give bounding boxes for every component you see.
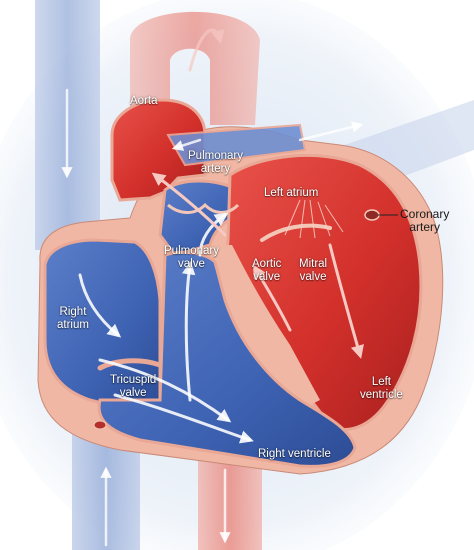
label-pulmonary-valve-line1: Pulmonary	[164, 245, 219, 257]
label-right-atrium-line1: Right	[59, 306, 87, 318]
label-pulmonary-valve: Pulmonary valve	[164, 245, 219, 271]
label-aorta-text: Aorta	[130, 95, 158, 107]
tricuspid-valve-leaflets	[97, 358, 163, 371]
label-pulmonary-artery: Pulmonary artery	[188, 150, 243, 176]
label-right-atrium: Right atrium	[57, 306, 89, 332]
coronary-artery-dot	[364, 209, 380, 221]
label-tricuspid-valve-line2: valve	[119, 387, 147, 399]
label-aortic-valve-line1: Aortic	[252, 258, 282, 270]
label-tricuspid-valve: Tricuspid valve	[110, 374, 156, 400]
label-mitral-valve: Mitral valve	[299, 258, 327, 284]
label-aortic-valve-line2: valve	[253, 271, 281, 283]
label-aortic-valve: Aortic valve	[252, 258, 281, 284]
label-left-atrium-text: Left atrium	[264, 187, 319, 199]
label-left-ventricle-line1: Left	[371, 376, 391, 388]
label-pulmonary-valve-line2: valve	[178, 258, 205, 270]
right-ventricle-chamber	[97, 250, 357, 468]
label-left-ventricle-line2: ventricle	[360, 389, 403, 401]
label-pulmonary-artery-line2: artery	[200, 163, 231, 175]
aortic-arch	[130, 11, 260, 125]
label-left-atrium: Left atrium	[264, 187, 318, 200]
label-tricuspid-valve-line1: Tricuspid	[110, 374, 157, 386]
descending-aorta	[198, 440, 262, 550]
label-coronary-artery: Coronary artery	[400, 208, 449, 234]
label-right-ventricle: Right ventricle	[258, 448, 331, 461]
oxygenated-flow-arrows	[151, 28, 364, 359]
label-right-atrium-line2: atrium	[57, 319, 89, 331]
label-coronary-artery-line2: artery	[409, 220, 441, 234]
aorta-chamber	[110, 98, 207, 202]
label-coronary-artery-line1: Coronary	[400, 207, 450, 221]
label-mitral-valve-line2: valve	[299, 271, 327, 283]
deoxygenated-flow-arrows	[78, 212, 254, 444]
label-pulmonary-artery-line1: Pulmonary	[188, 150, 243, 162]
label-left-ventricle: Left ventricle	[360, 376, 403, 402]
mitral-valve-leaflets	[260, 223, 332, 242]
label-mitral-valve-line1: Mitral	[299, 258, 328, 270]
label-right-ventricle-text: Right ventricle	[258, 448, 331, 460]
label-aorta: Aorta	[130, 95, 158, 108]
